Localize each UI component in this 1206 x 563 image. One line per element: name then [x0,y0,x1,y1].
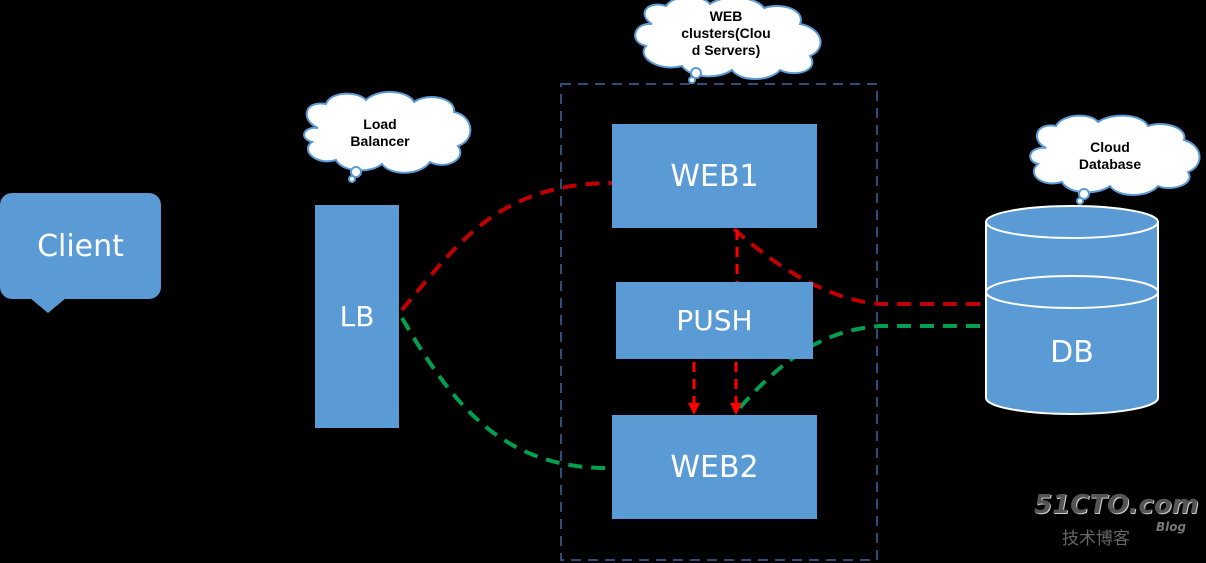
web-clusters-callout-text: WEB clusters(Clou d Servers) [676,8,776,59]
push-label: PUSH [676,304,753,337]
watermark-subtitle: 技术博客 [1062,529,1130,549]
watermark-logo: 51CTO.com [1034,490,1199,520]
client-label: Client [37,228,124,264]
cloud-database-callout-text: Cloud Database [1060,139,1160,173]
load-balancer-cloud [303,91,472,183]
push-web2-arrowhead-left [688,403,700,415]
client-callout-tail [30,298,66,313]
web2-label: WEB2 [670,449,759,485]
web2-node: WEB2 [612,415,817,519]
callout-line: Database [1078,156,1142,172]
push-web2-arrowhead-right [730,403,742,415]
cloud-database-cloud [1029,114,1201,205]
db-label: DB [1050,335,1094,370]
callout-line: WEB [709,8,743,24]
client-node: Client [0,193,161,299]
green-path-db-web2 [734,324,980,414]
push-node: PUSH [616,282,813,359]
web-cluster-boundary [560,83,878,561]
database-cylinder [985,205,1159,415]
lb-label: LB [339,300,375,333]
red-path-lb-web1 [400,181,613,312]
web1-node: WEB1 [612,124,817,228]
callout-line: Balancer [350,133,410,149]
callout-line: Load [363,116,397,132]
callout-line: Cloud [1090,139,1130,155]
lb-node: LB [315,205,399,428]
green-path-lb-web2 [400,316,613,471]
load-balancer-callout-text: Load Balancer [330,116,430,150]
callout-line: clusters(Clou [681,25,771,41]
callout-line: d Servers) [691,42,761,58]
watermark-blog: Blog [1156,520,1187,534]
web-clusters-cloud [634,0,822,84]
web1-label: WEB1 [670,158,759,194]
